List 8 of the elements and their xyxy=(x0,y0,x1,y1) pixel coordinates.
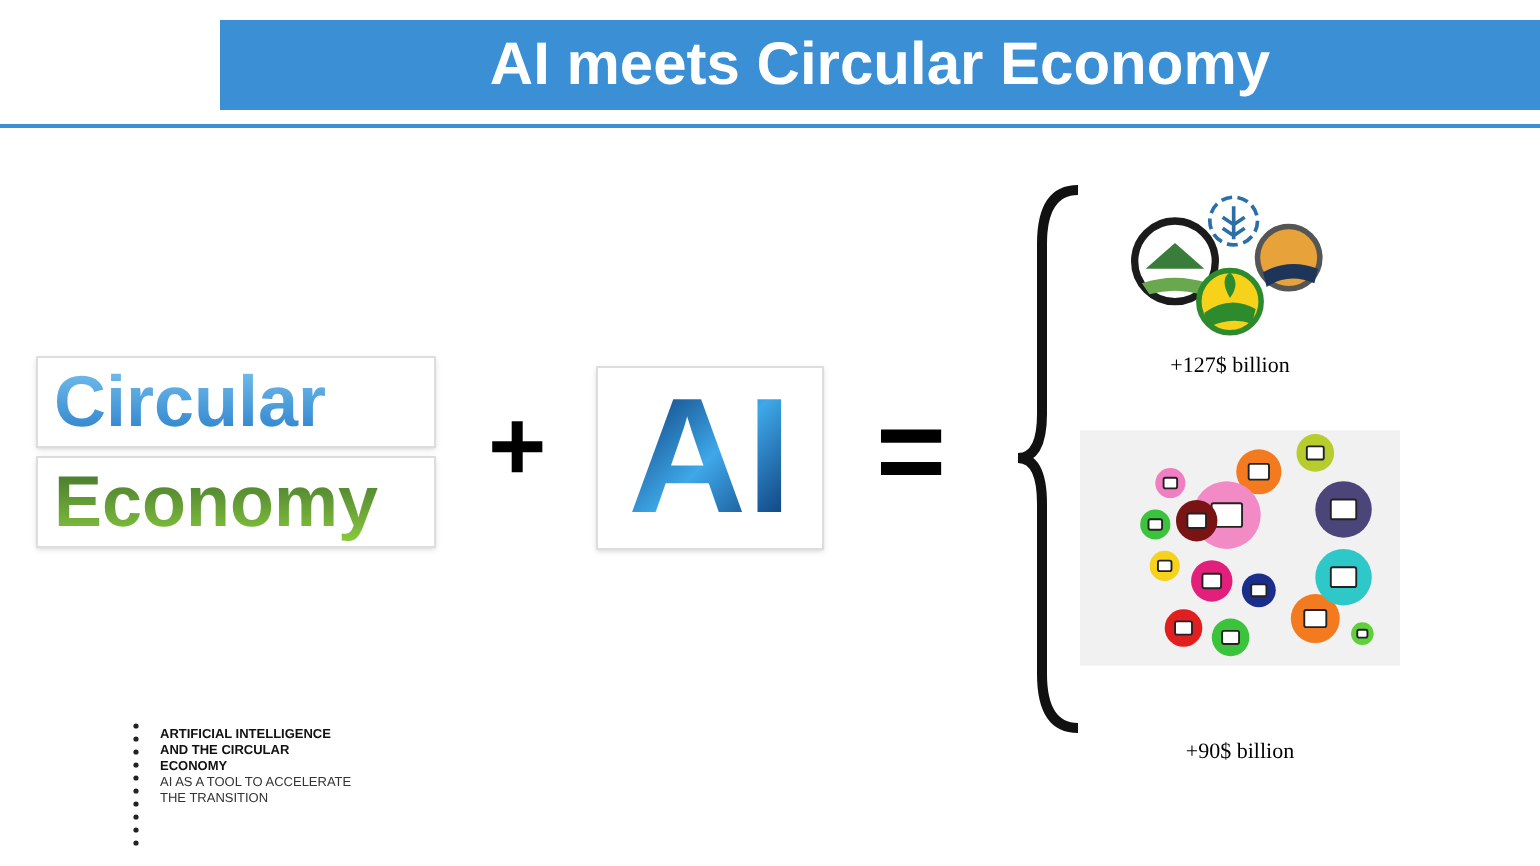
word-graphic: Economy xyxy=(36,456,436,548)
word-graphic-panel xyxy=(596,366,824,550)
word-graphic: Circular xyxy=(36,356,436,448)
value-caption: +127$ billion xyxy=(1168,352,1292,382)
plus-sign: + xyxy=(488,396,547,496)
title: AI meets Circular Economy xyxy=(489,35,1271,95)
equals-sign: = xyxy=(876,392,947,512)
value-caption: +90$ billion xyxy=(1183,738,1297,768)
